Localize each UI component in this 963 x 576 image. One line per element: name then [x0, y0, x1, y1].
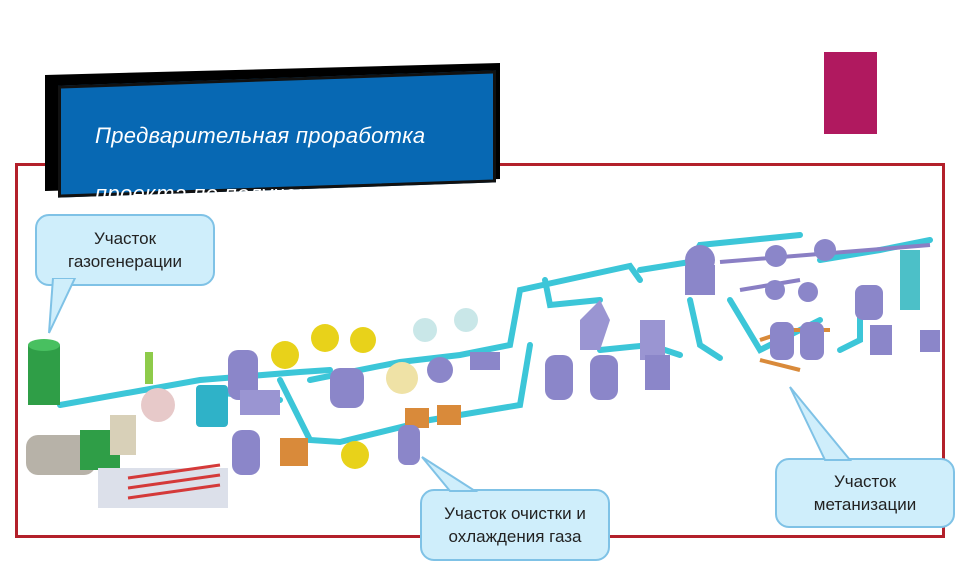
callout-cleaning-pointer — [421, 456, 479, 492]
title-line-1: Предварительная проработка — [95, 123, 426, 148]
gasifier-unit — [26, 339, 228, 508]
central-unit — [545, 300, 670, 400]
callout-cleaning: Участок очистки и охлаждения газа — [420, 489, 610, 561]
accent-square — [824, 52, 877, 134]
callout-gasification-line-2: газогенерации — [68, 252, 182, 271]
callout-methanation-line-2: метанизации — [813, 495, 917, 514]
callout-cleaning-line-2: охлаждения газа — [448, 527, 582, 546]
callout-methanation-pointer — [789, 386, 853, 461]
callout-methanation-line-1: Участок — [833, 472, 897, 491]
title-line-2: проекта по получению метана — [95, 181, 429, 206]
callout-cleaning-line-1: Участок очистки и — [444, 504, 586, 523]
cleaning-vessels — [228, 308, 500, 475]
callout-gasification: Участок газогенерации — [35, 214, 215, 286]
callout-methanation: Участок метанизации — [775, 458, 955, 528]
methanation-vessels — [685, 239, 940, 360]
callout-gasification-pointer — [48, 278, 77, 334]
callout-gasification-line-1: Участок — [93, 229, 157, 248]
